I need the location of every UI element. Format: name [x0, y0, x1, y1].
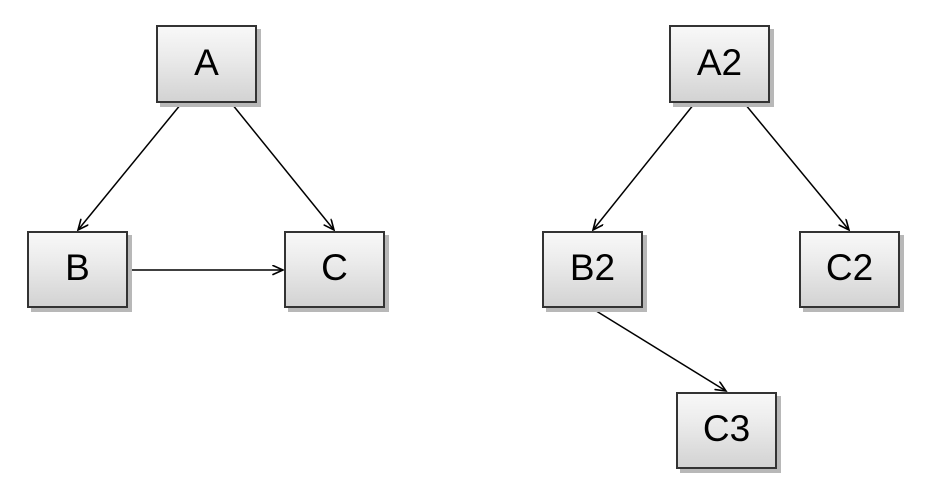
- node-A[interactable]: A: [156, 25, 257, 103]
- node-C2[interactable]: C2: [799, 231, 900, 308]
- edge-A2-C2[interactable]: [744, 103, 849, 230]
- node-label: B: [65, 247, 90, 288]
- node-label: B2: [569, 247, 616, 288]
- node-label: C3: [702, 408, 751, 449]
- node-label: A2: [696, 41, 743, 83]
- node-label: A: [194, 41, 219, 83]
- node-label: C2: [825, 247, 874, 288]
- node-B[interactable]: B: [27, 231, 128, 308]
- edge-A-B[interactable]: [78, 103, 182, 230]
- edge-B2-C3[interactable]: [592, 308, 726, 391]
- node-B2[interactable]: B2: [542, 231, 643, 308]
- edge-A-C[interactable]: [231, 103, 334, 230]
- node-label: C: [321, 247, 348, 288]
- node-C[interactable]: C: [284, 231, 385, 308]
- node-C3[interactable]: C3: [676, 392, 777, 469]
- node-A2[interactable]: A2: [669, 25, 770, 103]
- edge-A2-B2[interactable]: [593, 103, 695, 230]
